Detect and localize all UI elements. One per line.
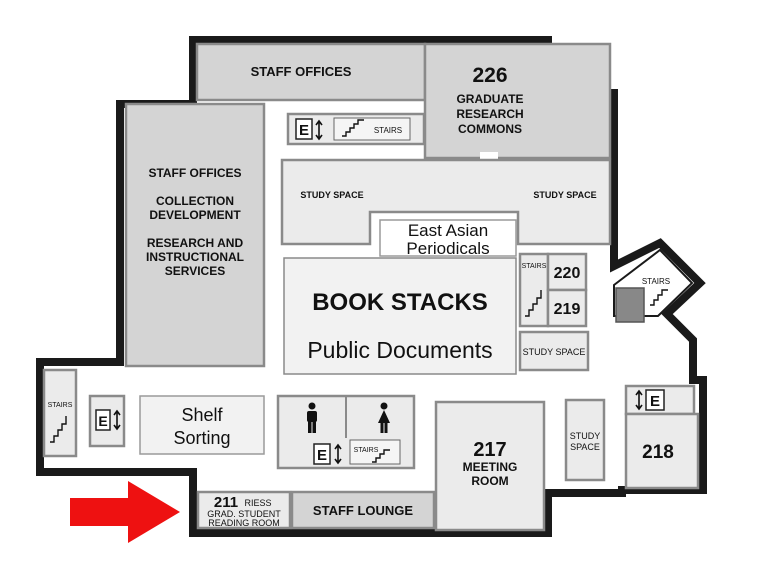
east-stairs-icon <box>650 289 668 306</box>
room-226-doorway <box>480 152 498 160</box>
room-217-line1: MEETING <box>463 460 518 474</box>
room-211-riess: RIESS <box>244 498 271 508</box>
east-stairs-label: STAIRS <box>642 277 670 286</box>
shelf-sorting-area <box>139 395 265 455</box>
room-217[interactable] <box>434 400 546 532</box>
book-stacks-label: BOOK STACKS <box>312 289 488 316</box>
east-asian-line2: Periodicals <box>406 239 489 258</box>
west-block-line1: STAFF OFFICES <box>148 166 241 180</box>
room-218[interactable] <box>624 412 700 490</box>
top-elevator-letter: E <box>299 122 309 139</box>
room-211-line2: GRAD. STUDENT <box>207 509 281 519</box>
womens-restroom-icon <box>378 402 390 433</box>
west-stairs-label: STAIRS <box>48 402 73 409</box>
top-elevator-box <box>295 118 313 140</box>
core-elevator-letter: E <box>317 447 327 464</box>
mid-stairs-icon <box>525 290 542 317</box>
west-block-line5: INSTRUCTIONAL <box>146 250 244 264</box>
vertical-study-line2: SPACE <box>570 442 600 452</box>
room-226-number: 226 <box>472 64 507 87</box>
room-211-line3: READING ROOM <box>208 518 280 528</box>
east-elevator-letter: E <box>650 393 660 410</box>
study-space-band <box>280 158 612 246</box>
room-217-line2: ROOM <box>471 474 508 488</box>
study-space-left-label: STUDY SPACE <box>300 190 363 200</box>
west-staff-offices-room <box>124 102 266 368</box>
book-stacks-area <box>283 257 517 375</box>
east-asian-periodicals <box>379 219 517 257</box>
west-elevator-letter: E <box>98 413 107 429</box>
mens-restroom-icon <box>307 402 317 433</box>
east-asian-line1: East Asian <box>408 221 488 240</box>
west-stairs-icon <box>50 416 67 443</box>
room-211-number: 211 <box>214 494 238 511</box>
west-block-line3: DEVELOPMENT <box>149 208 241 222</box>
vertical-study-line1: STUDY <box>570 431 601 441</box>
small-study-space-label: STUDY SPACE <box>523 347 586 357</box>
west-block-line4: RESEARCH AND <box>147 236 244 250</box>
red-arrow-icon <box>70 481 180 543</box>
core-elevator-box <box>313 443 331 465</box>
west-block-line6: SERVICES <box>165 264 225 278</box>
east-elevator-box <box>645 389 665 411</box>
top-stairs-icon <box>342 119 364 137</box>
room-226-line2: RESEARCH <box>456 107 523 121</box>
west-stairs <box>42 368 78 458</box>
core-elevator-arrows-icon <box>334 443 342 465</box>
room-220-label: 220 <box>554 265 581 282</box>
core-stairs-box <box>349 439 401 465</box>
east-elevator-arrows-icon <box>635 389 643 411</box>
room-219-label: 219 <box>554 301 581 318</box>
staff-offices-top-label: STAFF OFFICES <box>251 64 352 79</box>
core-stairs-label: STAIRS <box>354 447 379 454</box>
top-stairs-label: STAIRS <box>374 126 402 135</box>
room-219[interactable] <box>546 288 588 328</box>
room-226-line1: GRADUATE <box>456 92 523 106</box>
public-documents-label: Public Documents <box>307 337 492 363</box>
small-study-space <box>518 330 590 372</box>
staff-lounge-label: STAFF LOUNGE <box>313 503 413 518</box>
study-space-right-label: STUDY SPACE <box>533 190 596 200</box>
west-elevator-arrows-icon <box>113 409 121 431</box>
staff-lounge <box>290 490 436 530</box>
west-elevator-box <box>95 409 111 431</box>
top-stairs-box <box>333 117 411 141</box>
mid-stairs-label: STAIRS <box>522 263 547 270</box>
top-elevator-arrows-icon <box>315 119 323 141</box>
room-226-line3: COMMONS <box>458 122 522 136</box>
shelf-sorting-line1: Shelf <box>181 405 223 425</box>
room-211[interactable] <box>196 490 292 530</box>
east-dark-block <box>615 287 645 323</box>
room-226[interactable] <box>423 42 612 160</box>
shelf-sorting-line2: Sorting <box>173 428 230 448</box>
room-217-number: 217 <box>473 439 506 461</box>
core-stairs-icon <box>372 449 390 463</box>
west-block-line2: COLLECTION <box>156 194 234 208</box>
vertical-study-space <box>564 398 606 482</box>
room-218-label: 218 <box>642 442 674 463</box>
